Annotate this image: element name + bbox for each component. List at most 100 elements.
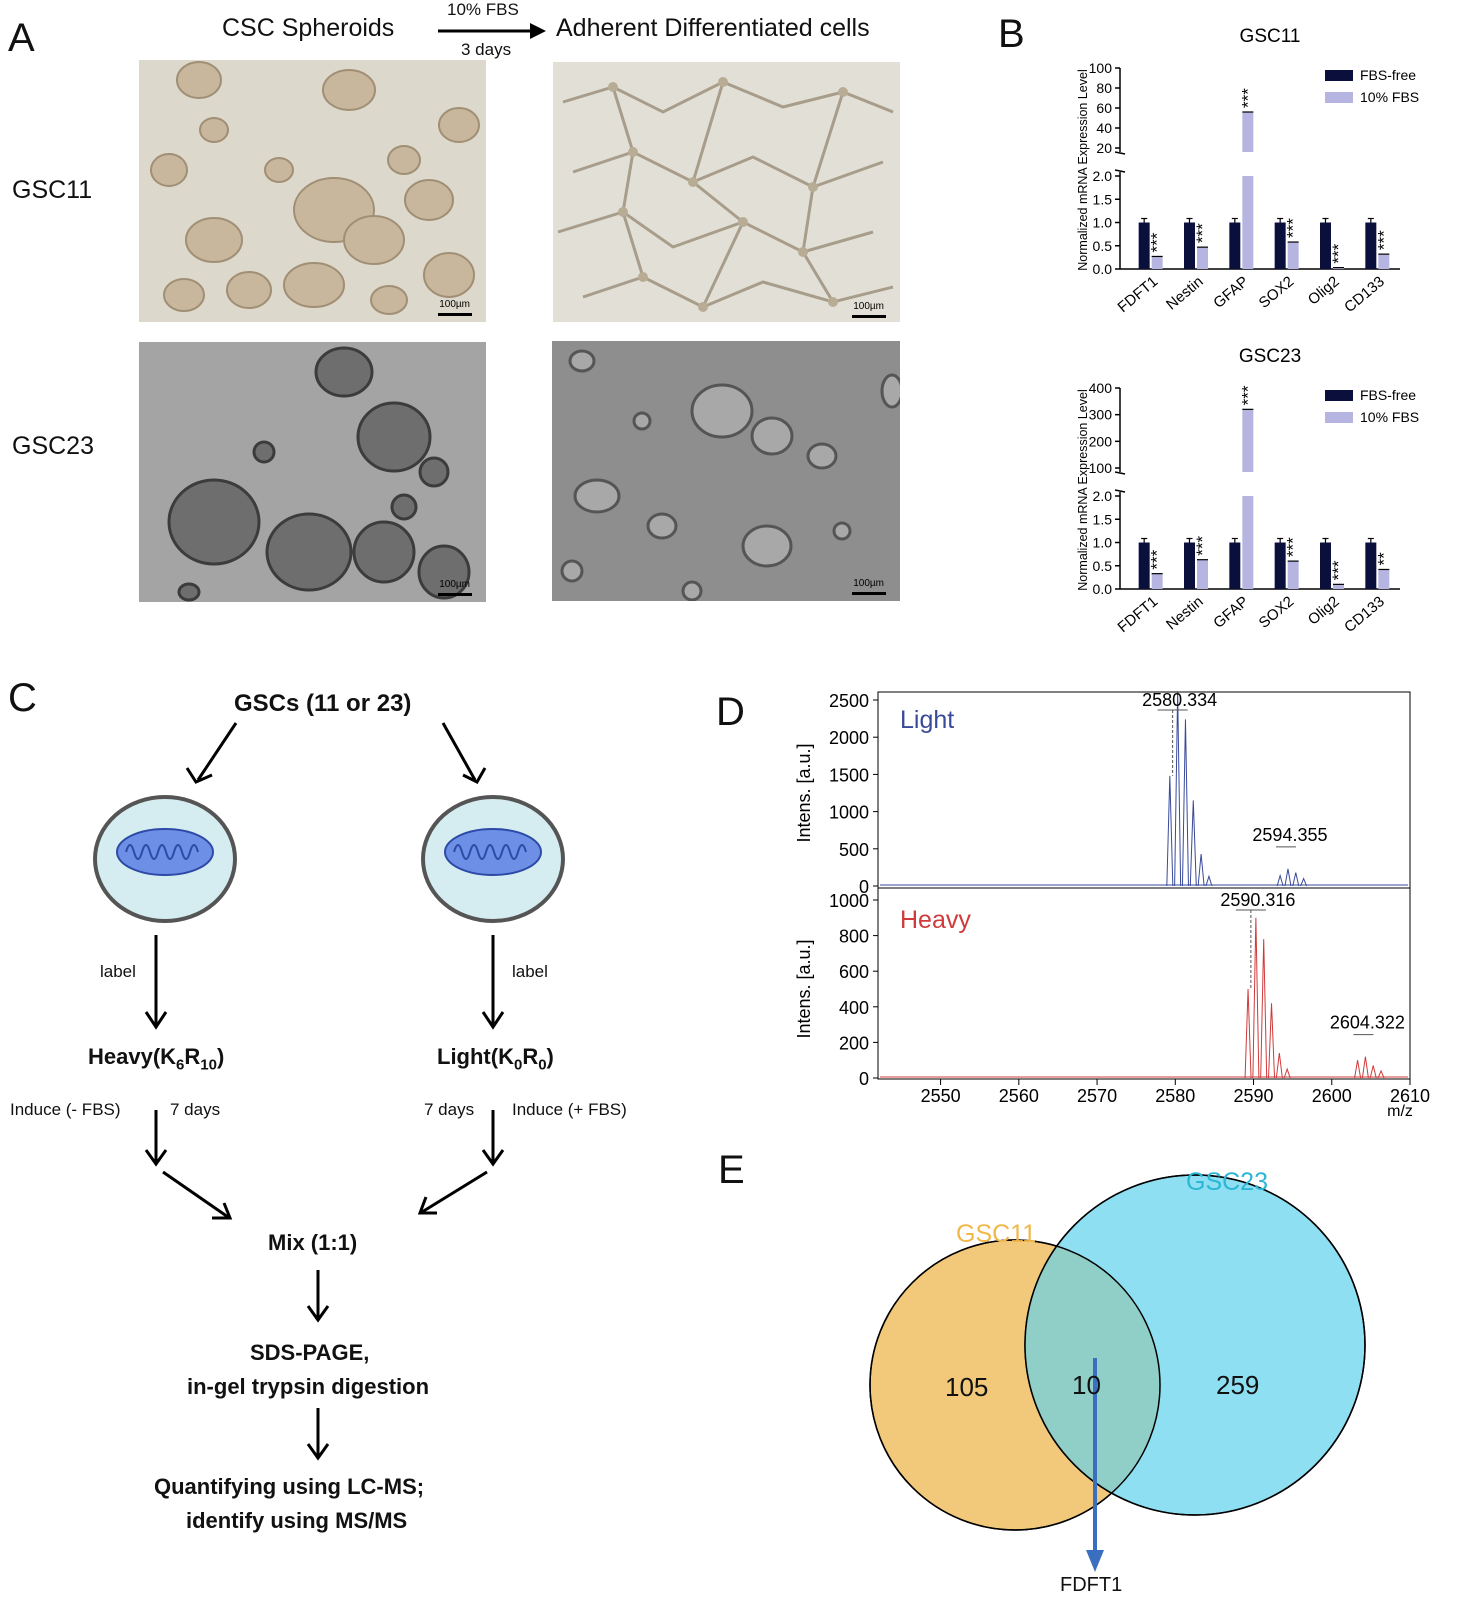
bar-fbs-free [1274, 222, 1286, 269]
venn-label-gsc11: GSC11 [956, 1220, 1037, 1248]
arrow-label-fbs: 10% FBS [447, 0, 519, 19]
gscs-node: GSCs (11 or 23) [234, 690, 412, 717]
sds-node-line2: in-gel trypsin digestion [187, 1374, 430, 1399]
y-tick-label: 500 [839, 840, 869, 860]
scale-bar-label: 100µm [853, 301, 884, 312]
chart-title: GSC23 [1239, 346, 1301, 367]
row-label-gsc11: GSC11 [12, 176, 93, 204]
panel-e-letter: E [718, 1148, 745, 1192]
y-tick-label: 800 [839, 927, 869, 947]
legend-label-fbs-free: FBS-free [1360, 67, 1416, 83]
x-tick-label: GFAP [1210, 273, 1252, 312]
legend-label-10-fbs: 10% FBS [1360, 89, 1419, 105]
y-axis-label: Intens. [a.u.] [794, 743, 814, 842]
x-tick-label: 2580 [1155, 1086, 1195, 1106]
mix-node: Mix (1:1) [268, 1230, 358, 1255]
light-text: Light(K [437, 1044, 514, 1069]
y-tick-label: 0.5 [1093, 558, 1113, 574]
light-sub-k: 0 [513, 1056, 523, 1074]
y-tick-label: 400 [839, 998, 869, 1018]
sds-node-line1: SDS-PAGE, [250, 1340, 370, 1365]
y-tick-label: 20 [1096, 140, 1112, 156]
scale-bar [852, 315, 886, 318]
quant-node-line2: identify using MS/MS [186, 1508, 408, 1533]
bar-fbs-free [1229, 542, 1241, 589]
cell-icon-right [421, 795, 565, 923]
y-tick-label: 2500 [829, 691, 869, 711]
spectrum-label-light: Light [900, 706, 954, 734]
venn-label-gsc23: GSC23 [1186, 1168, 1268, 1196]
venn-count-gsc11-only: 105 [945, 1372, 989, 1402]
light-sub-r: 0 [538, 1056, 547, 1074]
y-axis-label: Normalized mRNA Expression Level [1076, 69, 1090, 270]
significance-marker: *** [1148, 549, 1167, 569]
y-tick-label: 200 [1089, 433, 1113, 449]
peak-annotation: 2590.316 [1220, 890, 1295, 910]
axis-break [1114, 471, 1126, 475]
bar-10-fbs [1333, 584, 1344, 589]
y-tick-label: 2.0 [1093, 488, 1113, 504]
bar-fbs-free [1274, 542, 1286, 589]
heavy-sub-r: 10 [200, 1056, 217, 1074]
bar-10-fbs-upper [1242, 409, 1254, 472]
arrow-label-days: 3 days [461, 40, 512, 59]
flow-arrows [144, 722, 505, 1461]
bar-fbs-free [1184, 222, 1195, 269]
peak-annotation: 2604.322 [1330, 1013, 1405, 1033]
spectrum-peak [1283, 1067, 1291, 1079]
bar-fbs-free [1320, 222, 1331, 269]
bar-10-fbs [1197, 559, 1208, 589]
fdft1-arrowhead [1086, 1550, 1104, 1572]
bar-fbs-free [1138, 222, 1150, 269]
col-label-adherent: Adherent Differentiated cells [556, 14, 870, 42]
axis-break [1114, 489, 1126, 493]
axis-break [1114, 151, 1126, 155]
legend-label-fbs-free: FBS-free [1360, 387, 1416, 403]
y-tick-label: 0 [859, 1069, 869, 1089]
heavy-text-r: R [184, 1044, 201, 1069]
y-tick-label: 0.5 [1093, 238, 1113, 254]
light-node: Light(K0R0) [437, 1044, 554, 1073]
spectrum-peak [1189, 800, 1197, 887]
scale-bar-label: 100µm [853, 578, 884, 589]
spectrum-peak [1275, 1053, 1283, 1079]
quant-node-line1: Quantifying using LC-MS; [154, 1474, 425, 1499]
bar-10-fbs [1333, 267, 1344, 269]
bar-10-fbs [1151, 573, 1163, 589]
spectrum-peak [1174, 691, 1182, 887]
x-tick-label: 2600 [1312, 1086, 1352, 1106]
significance-marker: *** [1329, 560, 1348, 580]
y-axis-label: Intens. [a.u.] [794, 939, 814, 1038]
x-tick-label: Olig2 [1305, 593, 1343, 629]
scale-bar [438, 593, 472, 596]
x-axis-label: m/z [1387, 1103, 1413, 1120]
significance-marker: *** [1193, 223, 1212, 243]
spectrum-peak [1292, 872, 1300, 887]
significance-marker: *** [1238, 385, 1257, 405]
significance-marker: *** [1284, 218, 1303, 238]
y-tick-label: 100 [1089, 460, 1113, 476]
peak-annotation: 2580.334 [1142, 690, 1217, 710]
spectrum-peak [1276, 873, 1284, 887]
y-tick-label: 1000 [829, 891, 869, 911]
x-tick-label: Olig2 [1305, 273, 1343, 309]
spectrum-peak [1260, 939, 1268, 1079]
y-tick-label: 60 [1096, 100, 1112, 116]
significance-marker: *** [1284, 537, 1303, 557]
bar-10-fbs [1151, 256, 1163, 269]
bar-10-fbs [1378, 254, 1390, 269]
y-tick-label: 1000 [829, 803, 869, 823]
y-tick-label: 1500 [829, 765, 869, 785]
label-left: label [100, 962, 136, 981]
y-tick-label: 2.0 [1093, 168, 1113, 184]
bar-10-fbs [1378, 569, 1390, 589]
bar-fbs-free [1138, 542, 1150, 589]
spectrum-peak [1166, 775, 1174, 887]
y-tick-label: 100 [1089, 60, 1113, 76]
spectrum-peak [1197, 853, 1205, 887]
scale-bar [852, 592, 886, 595]
cell-icon-left [93, 795, 237, 923]
spectrum-label-heavy: Heavy [900, 906, 971, 934]
y-tick-label: 400 [1089, 380, 1113, 396]
